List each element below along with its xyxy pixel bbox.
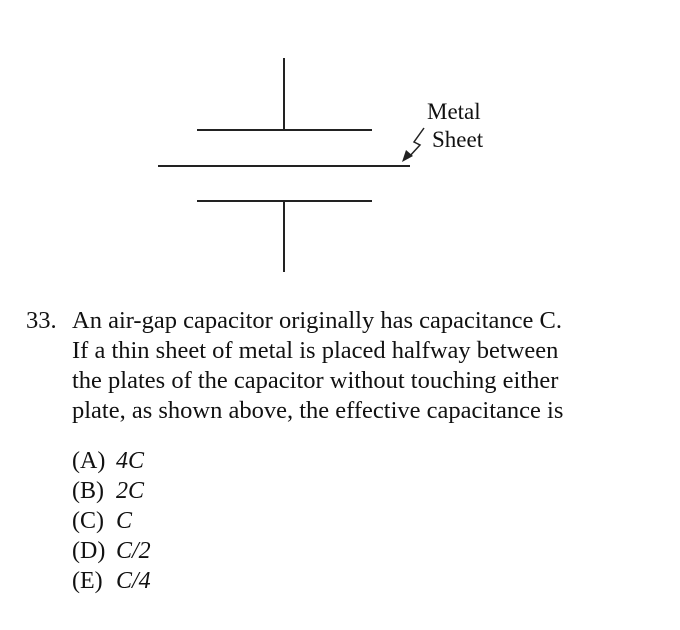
option-text: C/2: [116, 538, 151, 564]
question-stem: An air-gap capacitor originally has capa…: [72, 306, 652, 426]
option-text: C/4: [116, 568, 151, 594]
option-d[interactable]: (D) C/2: [72, 536, 151, 566]
option-letter: (E): [72, 568, 103, 594]
option-c[interactable]: (C) C: [72, 506, 151, 536]
option-text: 2C: [116, 478, 145, 504]
stem-line: An air-gap capacitor originally has capa…: [72, 307, 562, 334]
stem-line: the plates of the capacitor without touc…: [72, 367, 559, 394]
option-letter: (D): [72, 538, 106, 564]
figure-label-metal: Metal: [427, 99, 481, 124]
option-e[interactable]: (E) C/4: [72, 566, 151, 596]
option-text: 4C: [116, 448, 145, 474]
option-text: C: [116, 508, 133, 534]
option-letter: (A): [72, 448, 106, 474]
option-letter: (B): [72, 478, 104, 504]
option-b[interactable]: (B) 2C: [72, 476, 151, 506]
pointer-arrow: [407, 127, 425, 159]
option-letter: (C): [72, 508, 104, 534]
answer-options: (A) 4C (B) 2C (C) C (D) C/2 (E) C/4: [72, 446, 151, 596]
arrow-head-icon: [402, 150, 413, 162]
figure-label-sheet: Sheet: [432, 127, 484, 152]
stem-line: plate, as shown above, the effective cap…: [72, 397, 564, 424]
option-a[interactable]: (A) 4C: [72, 446, 151, 476]
question-number: 33.: [26, 307, 57, 334]
stem-line: If a thin sheet of metal is placed halfw…: [72, 337, 559, 364]
